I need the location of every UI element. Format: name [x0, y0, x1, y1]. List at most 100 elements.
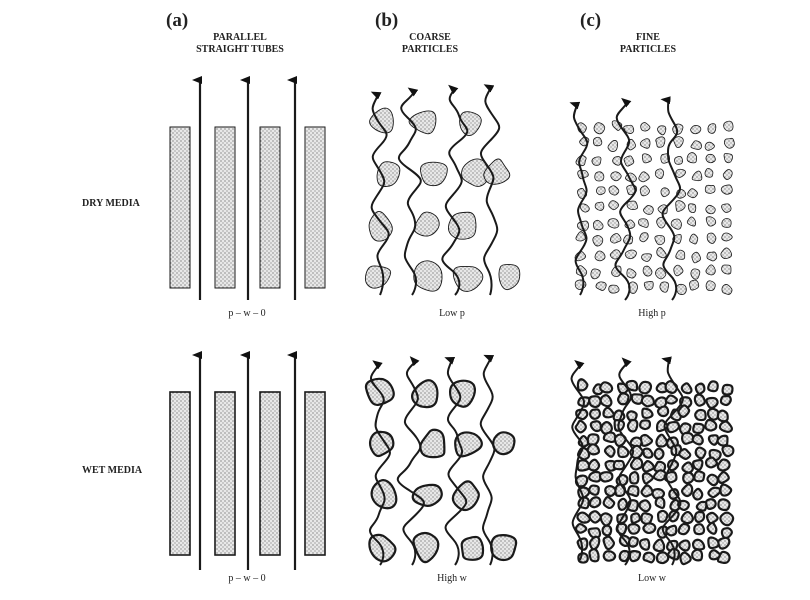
fine-particle [575, 408, 589, 421]
fine-particle [695, 500, 708, 512]
fine-particle [638, 218, 649, 228]
fine-particle [628, 550, 642, 563]
fine-particle [680, 431, 695, 445]
fine-particle [640, 122, 651, 132]
fine-particle [674, 155, 683, 165]
fine-particle [612, 459, 626, 471]
fine-particle [608, 200, 620, 211]
fine-particle [678, 539, 691, 552]
fine-particle [626, 200, 638, 211]
coarse-particle [461, 158, 489, 187]
fine-particle [676, 283, 687, 295]
fine-particle [574, 522, 588, 534]
fine-particle [591, 156, 602, 166]
flow-path [369, 360, 391, 566]
fine-particle [642, 265, 653, 277]
coarse-particle [498, 263, 521, 291]
caption-a-wet: p – w – 0 [228, 573, 266, 584]
coarse-particle [419, 428, 446, 459]
fine-particle [602, 431, 617, 444]
flow-path [661, 356, 684, 566]
fine-particle [660, 187, 670, 198]
flow-path [614, 97, 637, 301]
fine-particle [691, 170, 703, 182]
fine-particle [576, 511, 591, 524]
fine-particle [641, 472, 654, 485]
fine-particle [627, 523, 641, 535]
coarse-particle [420, 161, 448, 187]
fine-particle [655, 267, 667, 280]
tube [304, 126, 326, 289]
fine-particle [608, 185, 620, 196]
row-label-wet: WET MEDIA [82, 465, 143, 476]
fine-particle [705, 264, 716, 276]
fine-particle [594, 201, 605, 211]
fine-particle [588, 395, 602, 409]
tube [304, 391, 326, 556]
coarse-particle [492, 431, 516, 456]
fine-particle [656, 247, 667, 259]
fine-particle [588, 496, 602, 509]
fine-particle [587, 458, 601, 472]
fine-particle [659, 281, 669, 293]
fine-particle [588, 510, 602, 524]
flow-path [370, 91, 390, 296]
fine-particle [575, 231, 586, 242]
coarse-particle [451, 480, 480, 512]
fine-particle [652, 538, 666, 553]
fine-particle [707, 380, 719, 393]
fine-particle [691, 548, 704, 562]
fine-particle [640, 394, 655, 408]
fine-particle [721, 232, 733, 242]
fine-particle [717, 498, 731, 512]
fine-particle [640, 484, 654, 498]
fine-particle [670, 218, 682, 230]
fine-particle [666, 420, 681, 434]
fine-particle [595, 281, 607, 291]
fine-particle [681, 461, 694, 474]
fine-particle [586, 433, 600, 447]
title-line: STRAIGHT TUBES [196, 44, 284, 55]
fine-particle [691, 538, 706, 551]
coarse-particle [376, 161, 401, 187]
fine-particle [586, 443, 601, 456]
fine-particle [617, 392, 630, 406]
fine-particle [592, 235, 604, 247]
fine-particle [628, 471, 640, 485]
fine-particle [599, 381, 614, 394]
caption-c-dry: High p [638, 308, 666, 319]
fine-particle [693, 470, 706, 483]
tube [214, 126, 236, 289]
flow-path [441, 84, 469, 296]
title-line: COARSE [409, 32, 451, 43]
fine-particle [638, 171, 650, 183]
fine-particle [588, 408, 602, 420]
flow-path [444, 356, 468, 566]
fine-particle [689, 233, 699, 245]
fine-particle [687, 188, 698, 199]
fine-particle [707, 536, 720, 550]
fine-particle [707, 123, 717, 134]
fine-particle [607, 140, 618, 152]
fine-particle [626, 268, 637, 279]
fine-particle [602, 406, 615, 419]
fine-particle [719, 511, 735, 527]
fine-particle [665, 524, 678, 537]
fine-particle [640, 512, 654, 526]
fine-particle [705, 216, 717, 227]
fine-particle [588, 535, 601, 551]
fine-particle [705, 153, 716, 164]
fine-particle [704, 141, 715, 151]
fine-particle [588, 548, 600, 563]
fine-particle [717, 471, 730, 485]
fine-particle [624, 249, 637, 260]
flow-path [660, 96, 682, 301]
tube [169, 391, 191, 556]
fine-particle [655, 551, 670, 565]
fine-particle [716, 458, 731, 472]
fine-particle [704, 418, 718, 432]
fine-particle [626, 418, 639, 433]
